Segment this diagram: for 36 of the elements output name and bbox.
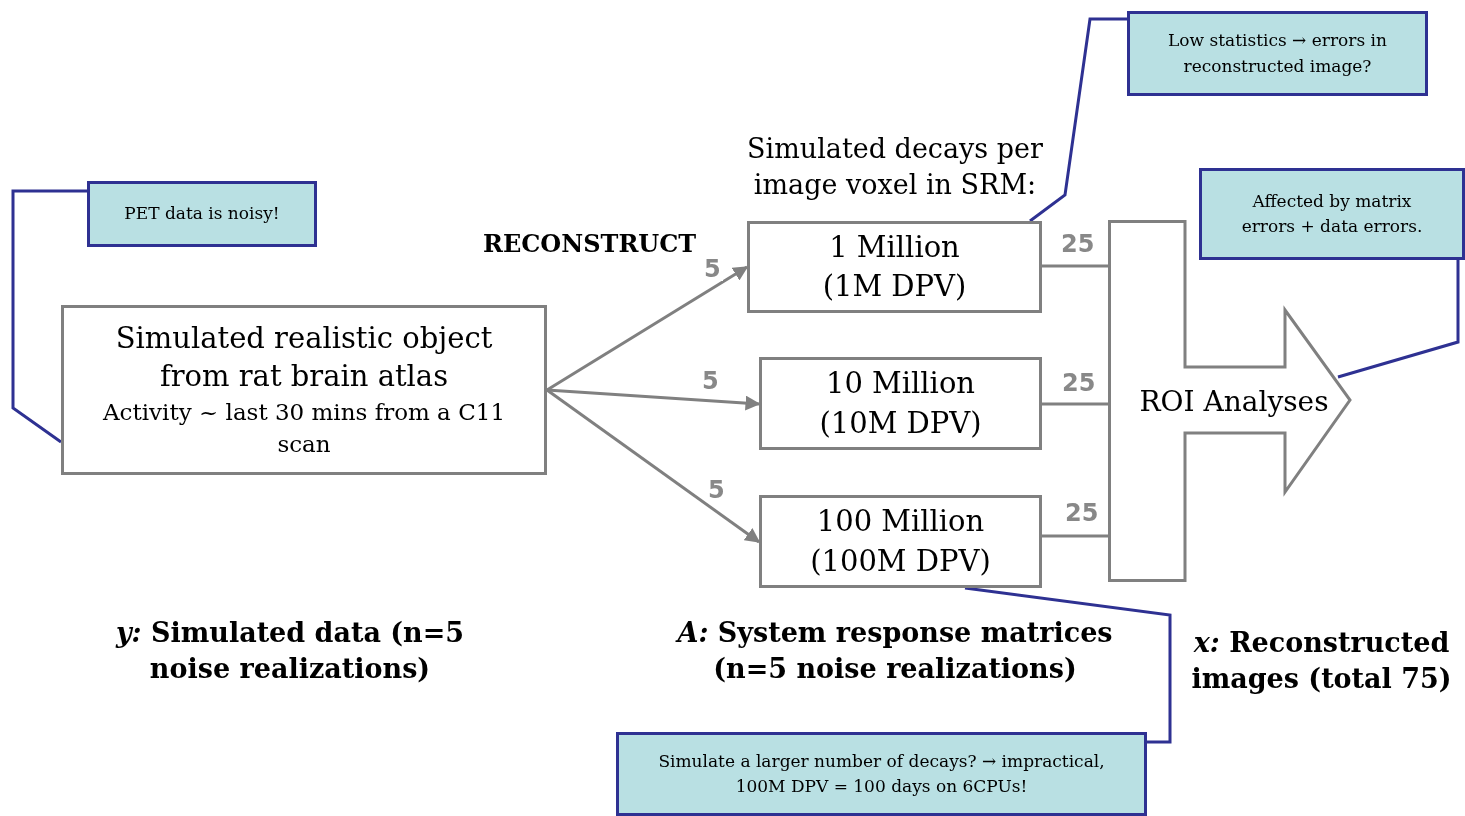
connector-line	[1042, 402, 1108, 406]
node-subtitle: Activity ~ last 30 mins from a C11 scan	[102, 397, 506, 459]
callout-text: PET data is noisy!	[124, 202, 280, 226]
node-subtitle: (100M DPV)	[810, 542, 991, 580]
callout-box	[1199, 168, 1465, 260]
caption-text: x: Reconstructed images (total 75)	[1190, 626, 1453, 697]
process-box	[747, 221, 1042, 313]
process-box	[759, 495, 1042, 588]
edge-label: 5	[702, 257, 723, 281]
callout-box	[87, 181, 317, 247]
section-label: RECONSTRUCT	[483, 229, 698, 258]
process-box	[61, 305, 547, 475]
leader-line	[964, 586, 1172, 744]
callout-text: Simulate a larger number of decays? → impractical, 100M DPV = 100 days on 6CPUs!	[657, 749, 1106, 798]
arrow	[546, 265, 749, 392]
node-title: Simulated realistic object from rat brain atlas	[114, 320, 494, 395]
connector-line	[1042, 264, 1108, 268]
axis-caption: Simulated decays per image voxel in SRM:	[746, 132, 1044, 203]
leader-line	[11, 189, 87, 444]
leader-line	[1337, 260, 1460, 379]
node-title: ROI Analyses	[1139, 384, 1329, 418]
node-title: 10 Million	[825, 365, 976, 403]
callout-box	[1127, 11, 1428, 96]
callout-text: Low statistics → errors in reconstructed image?	[1167, 29, 1388, 78]
callout-text: Affected by matrix errors + data errors.	[1240, 189, 1424, 238]
node-subtitle: (10M DPV)	[819, 404, 982, 442]
callout-box	[616, 732, 1147, 816]
node-subtitle: (1M DPV)	[822, 268, 967, 305]
process-box	[759, 357, 1042, 450]
connector-line	[1042, 534, 1108, 538]
caption-text: A: System response matrices (n=5 noise realizations)	[674, 616, 1114, 687]
node-title: 1 Million	[829, 228, 960, 266]
node-title: 100 Million	[816, 503, 985, 541]
arrow	[546, 388, 761, 544]
leader-line	[1029, 17, 1127, 223]
caption-text: y: Simulated data (n=5 noise realizations)	[114, 616, 466, 687]
